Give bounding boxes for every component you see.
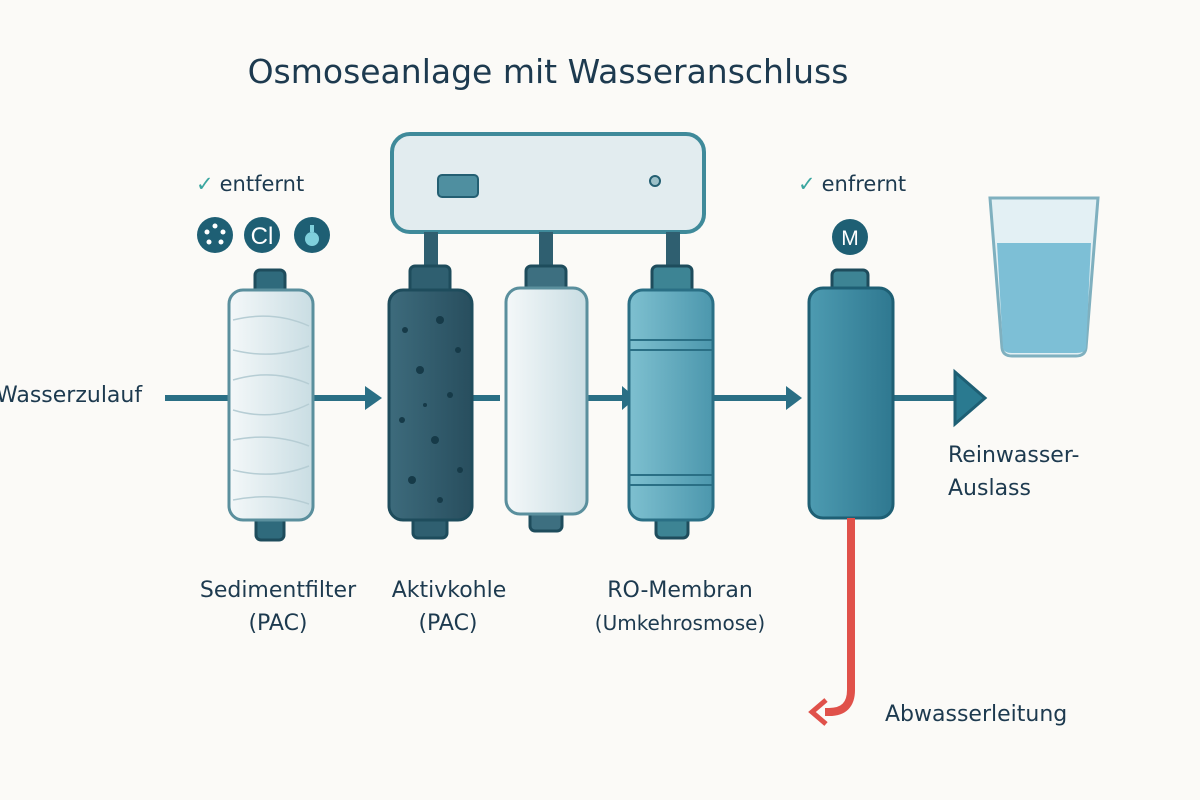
- inlet-label: Wasserzulauf: [0, 383, 143, 408]
- chlorine-icon: [244, 217, 280, 253]
- membrane-icon-text: M: [841, 227, 859, 250]
- sediment-filter: [227, 268, 315, 542]
- control-unit: [390, 132, 706, 234]
- page-title: Osmoseanlage mit Wasseranschluss: [247, 52, 849, 91]
- waste-arrow-head: [808, 698, 828, 726]
- removed-left-label: ✓entfernt: [196, 172, 304, 196]
- outlet-label-2: Auslass: [948, 476, 1031, 501]
- stage-sub-carbon: (PAC): [418, 611, 478, 636]
- check-icon: ✓: [798, 172, 816, 196]
- waste-label: Abwasserleitung: [885, 702, 1068, 727]
- stage-label-carbon: Aktivkohle: [391, 578, 507, 603]
- stage-sub-ro: (Umkehrosmose): [594, 611, 766, 635]
- connector-pipes: [424, 232, 680, 272]
- particles-icon: [197, 217, 233, 253]
- removed-left-text: entfernt: [219, 172, 305, 196]
- post-filter: [807, 268, 895, 520]
- removed-right-label: ✓enfrernt: [798, 172, 906, 196]
- stage-sub-sediment: (PAC): [248, 611, 308, 636]
- ro-membrane: [627, 264, 715, 540]
- water-glass-icon: [988, 196, 1100, 358]
- removed-right-text: enfrernt: [821, 172, 907, 196]
- removed-icons: [197, 217, 868, 255]
- waste-water-pipe: [825, 518, 855, 716]
- check-icon: ✓: [196, 172, 214, 196]
- activated-carbon-filter: [387, 264, 474, 540]
- stage-label-ro: RO-Membran: [607, 578, 753, 603]
- fine-filter: [504, 264, 589, 533]
- outlet-label-1: Reinwasser-: [948, 443, 1080, 468]
- chlorine-icon-text: Cl: [251, 223, 274, 250]
- membrane-icon: [832, 219, 868, 255]
- stage-label-sediment: Sedimentfilter: [199, 578, 357, 603]
